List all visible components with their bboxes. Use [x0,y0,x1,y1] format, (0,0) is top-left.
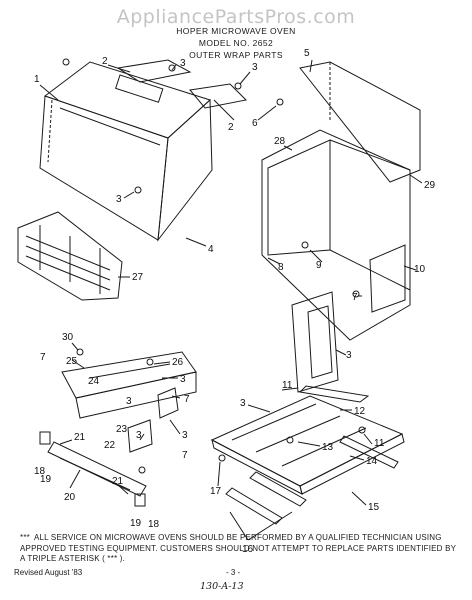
callout-19: 19 [40,474,52,485]
callout-15: 15 [368,502,380,513]
callout-8: 8 [278,262,284,273]
revised-date: Revised August '83 [14,568,83,577]
callout-12: 12 [354,406,366,417]
callout-28: 28 [274,136,286,147]
callout-3: 3 [136,430,142,441]
callout-14: 14 [366,456,378,467]
callout-2: 2 [228,122,234,133]
callout-6: 6 [252,118,258,129]
lower-bar [47,441,147,497]
callout-24: 24 [88,376,100,387]
callout-30: 30 [62,332,74,343]
callout-18: 18 [148,519,160,530]
callout-7: 7 [40,352,46,363]
base-plate-assembly [210,385,405,525]
service-note: ***ALL SERVICE ON MICROWAVE OVENS SHOULD… [20,533,460,565]
callout-5: 5 [304,48,310,59]
screws [62,58,366,474]
top-panel-parts [116,59,248,109]
callout-20: 20 [64,492,76,503]
header-model: MODEL NO. 2652 [198,38,274,48]
callout-11: 11 [282,380,293,391]
callout-7: 7 [352,292,358,303]
callout-3: 3 [126,396,132,407]
blower-assembly [17,211,123,301]
callout-3: 3 [182,430,188,441]
callout-10: 10 [414,264,426,275]
callout-21: 21 [74,432,86,443]
callout-9: 9 [316,260,322,271]
header-subtitle: OUTER WRAP PARTS [189,50,283,60]
callout-23: 23 [116,424,128,435]
leader-lines [39,59,423,541]
callout-3: 3 [116,194,122,205]
inner-cavity-assembly [261,61,421,341]
callout-1: 1 [34,74,40,85]
callout-26: 26 [172,357,184,368]
callout-16: 16 [242,544,254,555]
callout-18: 18 [34,466,46,477]
callout-21: 21 [112,476,124,487]
callout-29: 29 [424,180,436,191]
callout-19: 19 [130,518,142,529]
callout-3: 3 [252,62,258,73]
callout-13: 13 [322,442,334,453]
callout-3: 3 [180,58,186,69]
callout-3: 3 [346,350,352,361]
header-title: HOPER MICROWAVE OVEN [176,26,296,36]
handwritten-reference: 130-A-13 [200,581,244,592]
front-cover-panel [61,351,197,419]
note-asterisks: *** [20,533,30,542]
callout-25: 25 [66,356,78,367]
callout-11: 11 [374,438,385,449]
outer-wrap-cabinet [39,61,213,242]
callout-3: 3 [240,398,246,409]
callout-22: 22 [104,440,116,451]
callout-7: 7 [182,450,188,461]
callout-27: 27 [132,272,144,283]
callout-17: 17 [210,486,222,497]
callout-2: 2 [102,56,108,67]
watermark: AppliancePartsPros.com [116,6,356,28]
callout-4: 4 [208,244,214,255]
note-text: ALL SERVICE ON MICROWAVE OVENS SHOULD BE… [20,533,457,563]
page-number: - 3 - [226,568,241,577]
callout-3: 3 [180,374,186,385]
callout-7: 7 [184,394,190,405]
brackets [39,387,179,507]
hinge-panel [291,291,339,393]
